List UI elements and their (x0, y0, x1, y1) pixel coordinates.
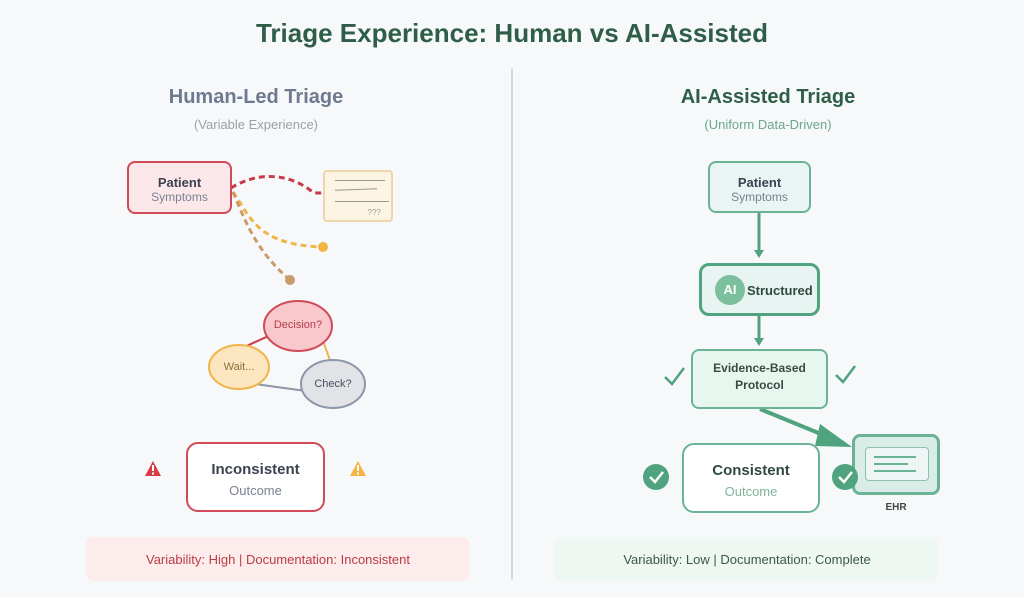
ai-badge: AI (715, 275, 745, 305)
left-section-subtitle: (Variable Experience) (193, 117, 319, 132)
wait-label: Wait... (223, 361, 255, 373)
inconsistent-outcome-box: Inconsistent Outcome (186, 442, 325, 512)
check-bubble (300, 359, 366, 409)
amber-endpoint (318, 242, 328, 252)
right-section-subtitle: (Uniform Data-Driven) (704, 117, 832, 132)
section-divider (511, 68, 513, 580)
ehr-record (852, 434, 940, 495)
brown-endpoint (285, 275, 295, 285)
page-title: Triage Experience: Human vs AI-Assisted (255, 18, 768, 48)
left-section-title: Human-Led Triage (168, 86, 344, 108)
check-icon-left (664, 367, 685, 386)
patient-symptoms-box-right: Patient Symptoms (708, 161, 811, 213)
right-summary-banner: Variability: Low | Documentation: Comple… (555, 537, 939, 581)
dashed-path-brown (231, 191, 291, 282)
check-circle-icon-ehr (832, 464, 858, 490)
note-card: ??? (323, 170, 393, 222)
consistent-outcome-box: Consistent Outcome (682, 443, 820, 513)
left-summary-banner: Variability: High | Documentation: Incon… (86, 537, 470, 581)
ehr-label: EHR (885, 502, 907, 513)
wait-bubble (208, 344, 270, 390)
check-circle-icon-outcome (643, 464, 669, 490)
patient-symptoms-box-left: Patient Symptoms (127, 161, 232, 214)
dashed-path-amber (231, 191, 324, 249)
alert-amber-icon (350, 461, 366, 476)
alert-red-icon (145, 461, 161, 476)
right-section-title: AI-Assisted Triage (680, 86, 856, 108)
evidence-based-protocol-box: Evidence-Based Protocol (691, 349, 828, 409)
ai-structured-box: AI Structured (699, 263, 820, 316)
check-icon-right (835, 365, 856, 384)
decision-bubble (263, 300, 333, 352)
ehr-document-icon (865, 447, 929, 481)
check-label: Check? (314, 378, 352, 390)
dashed-path-to-note (230, 175, 333, 195)
decision-label: Decision? (273, 319, 323, 331)
